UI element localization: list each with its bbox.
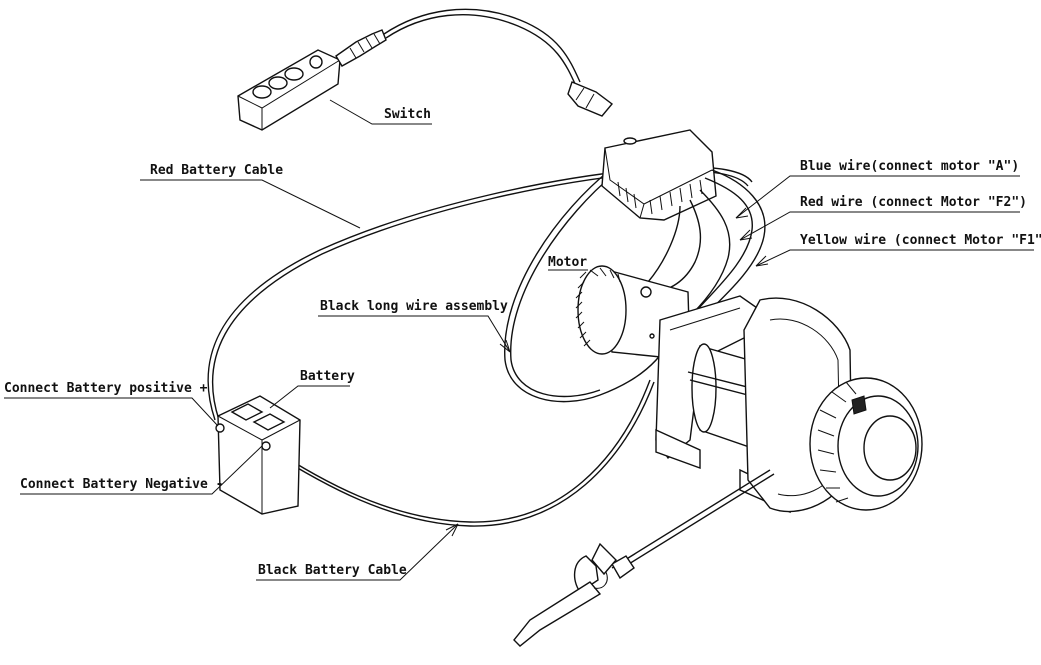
- label-red-wire: Red wire (connect Motor "F2"): [800, 195, 1027, 210]
- label-battery: Battery: [300, 369, 355, 384]
- leader-lines: [4, 99, 1034, 581]
- label-black-battery-cable: Black Battery Cable: [258, 563, 407, 578]
- black-long-wire-inner: [510, 173, 615, 398]
- hook: [513, 542, 635, 647]
- label-motor: Motor: [548, 255, 587, 270]
- black-battery-cable: [267, 379, 651, 523]
- black-long-wire: [504, 169, 671, 403]
- battery: [215, 395, 301, 515]
- label-connect-positive: Connect Battery positive +: [4, 381, 208, 396]
- winch-assembly: [611, 295, 923, 573]
- label-black-long-wire: Black long wire assembly: [320, 299, 508, 314]
- control-box: [601, 129, 717, 221]
- label-connect-negative: Connect Battery Negative -: [20, 477, 224, 492]
- label-blue-wire: Blue wire(connect motor "A"): [800, 159, 1019, 174]
- label-yellow-wire: Yellow wire (connect Motor "F1"): [800, 233, 1041, 248]
- label-switch: Switch: [384, 107, 431, 122]
- switch-remote: [237, 8, 614, 131]
- label-red-battery-cable: Red Battery Cable: [150, 163, 283, 178]
- black-battery-cable-inner: [267, 381, 655, 527]
